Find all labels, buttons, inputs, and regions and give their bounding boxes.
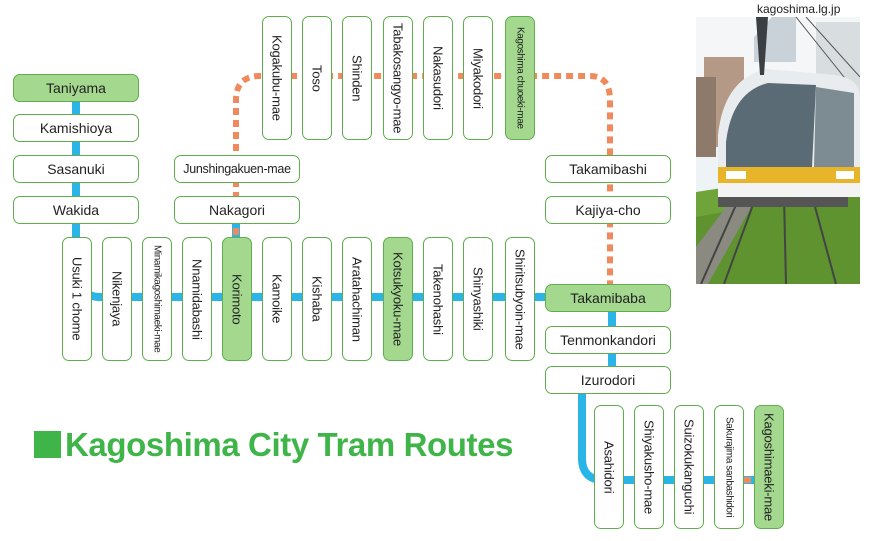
station-label: Aratahachiman (349, 256, 365, 342)
station-sasanuki: Sasanuki (13, 155, 139, 183)
station-label: Takamibashi (569, 161, 647, 177)
station-takamibashi: Takamibashi (545, 155, 671, 183)
station-label: Tabakosangyo-mae (390, 22, 406, 134)
station-label: Sakurajima sanbashidori (723, 416, 735, 518)
station-kamoike: Kamoike (262, 237, 292, 361)
station-kagoshimaeki-mae: Kagoshimaeki-mae (754, 405, 784, 529)
station-kajiya-cho: Kajiya-cho (545, 196, 671, 224)
station-label: Kogakubu-mae (269, 35, 285, 121)
map-title: Kagoshima City Tram Routes (34, 428, 513, 461)
station-nikenjaya: Nikenjaya (102, 237, 132, 361)
station-takenohashi: Takenohashi (423, 237, 453, 361)
station-toso: Toso (302, 16, 332, 140)
station-label: Miyakodori (470, 47, 486, 109)
station-aratahachiman: Aratahachiman (342, 237, 372, 361)
station-label: Kamishioya (39, 120, 113, 136)
station-tenmonkandori: Tenmonkandori (545, 326, 671, 354)
station-label: Izurodori (580, 372, 636, 388)
station-label: Suizokukanguchi (681, 419, 697, 515)
station-label: Nakasudori (430, 46, 446, 110)
station-label: Junshingakuen-mae (183, 162, 291, 176)
station-kishaba: Kishaba (302, 237, 332, 361)
station-label: Kishaba (309, 276, 325, 322)
station-shiritsubyoin-mae: Shiritsubyoin-mae (505, 237, 535, 361)
station-suizokukanguchi: Suizokukanguchi (674, 405, 704, 529)
station-label: Usuki 1 chome (69, 257, 85, 341)
station-label: Tenmonkandori (560, 332, 656, 348)
source-credit: kagoshima.lg.jp (757, 2, 841, 16)
station-shinyashiki: Shinyashiki (463, 237, 493, 361)
station-label: Shinden (349, 54, 365, 102)
tram-photo (696, 17, 860, 284)
station-label: Kotsukyoku-mae (390, 251, 406, 347)
station-tabakosangyo-mae: Tabakosangyo-mae (383, 16, 413, 140)
station-label: Kajiya-cho (575, 202, 641, 218)
station-miyakodori: Miyakodori (463, 16, 493, 140)
station-label: Takenohashi (430, 263, 446, 335)
station-takamibaba: Takamibaba (545, 284, 671, 312)
station-label: Minamikagoshimaeki-mae (151, 245, 163, 353)
station-wakida: Wakida (13, 196, 139, 224)
title-text: Kagoshima City Tram Routes (65, 426, 514, 463)
title-square-icon (34, 431, 61, 458)
station-minamikagoshimaeki-mae: Minamikagoshimaeki-mae (142, 237, 172, 361)
station-label: Korimoto (229, 273, 245, 325)
station-kogakubu-mae: Kogakubu-mae (262, 16, 292, 140)
station-shiyakusho-mae: Shiyakusho-mae (634, 405, 664, 529)
station-shinden: Shinden (342, 16, 372, 140)
station-asahidori: Asahidori (594, 405, 624, 529)
station-sakurajima-sanbashidori: Sakurajima sanbashidori (714, 405, 744, 529)
station-label: Takamibaba (570, 290, 646, 306)
station-label: Shiyakusho-mae (641, 419, 657, 515)
station-label: Taniyama (46, 80, 106, 96)
station-nnamidabashi: Nnamidabashi (182, 237, 212, 361)
station-label: Kagoshimaeki-mae (761, 412, 777, 522)
station-korimoto: Korimoto (222, 237, 252, 361)
station-kagoshima-chuoeki-mae: Kagoshima chuoeki-mae (505, 16, 535, 140)
station-usuki-1-chome: Usuki 1 chome (62, 237, 92, 361)
station-label: Kagoshima chuoeki-mae (514, 27, 526, 129)
station-label: Nakagori (208, 202, 266, 218)
station-kamishioya: Kamishioya (13, 114, 139, 142)
station-label: Asahidori (601, 440, 617, 494)
station-nakasudori: Nakasudori (423, 16, 453, 140)
station-label: Toso (309, 64, 325, 92)
station-label: Shinyashiki (470, 267, 486, 331)
station-label: Nikenjaya (109, 271, 125, 327)
station-label: Kamoike (269, 274, 285, 324)
station-label: Nnamidabashi (189, 258, 205, 340)
station-nakagori: Nakagori (174, 196, 300, 224)
station-label: Sasanuki (47, 161, 105, 177)
station-taniyama: Taniyama (13, 74, 139, 102)
station-label: Wakida (52, 202, 100, 218)
station-label: Shiritsubyoin-mae (512, 248, 528, 350)
station-izurodori: Izurodori (545, 366, 671, 394)
station-kotsukyoku-mae: Kotsukyoku-mae (383, 237, 413, 361)
station-junshingakuen-mae: Junshingakuen-mae (174, 155, 300, 183)
